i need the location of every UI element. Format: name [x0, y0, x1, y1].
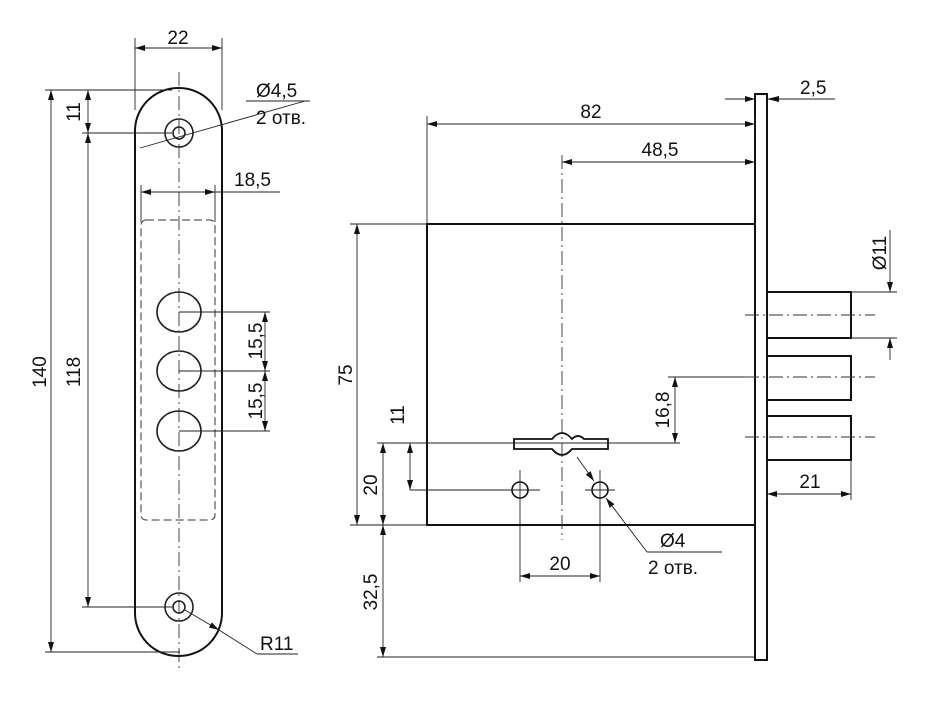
dim-cutout-width: 18,5 [234, 170, 271, 191]
dim-bolt-diameter: Ø11 [870, 236, 891, 271]
dim-plate-thickness: 2,5 [800, 78, 826, 99]
dim-hole-diameter: Ø4 [660, 531, 686, 552]
dim-key-to-hole: 11 [388, 405, 409, 425]
lock-body [426, 223, 756, 526]
dim-key-to-bolt: 16,8 [653, 392, 674, 429]
cutout-outline [140, 219, 216, 521]
dim-hole-spacing: 118 [64, 357, 85, 387]
faceplate-view: 22 140 11 118 Ø4,5 2 отв. 18,5 15,5 15,5… [30, 28, 310, 672]
faceplate-outline [134, 87, 223, 657]
dim-bolt-pitch: 15,5 [246, 383, 267, 420]
side-view: 82 48,5 2,5 75 11 20 32,5 20 Ø4 2 отв. 1… [336, 78, 897, 661]
bolt [766, 415, 852, 461]
dim-corner-radius: R11 [260, 634, 293, 655]
dim-hole-spacing: 20 [549, 554, 570, 575]
dim-total-height: 140 [30, 356, 51, 388]
dim-hole-count: 2 отв. [256, 108, 306, 129]
dim-hole-count: 2 отв. [648, 558, 698, 579]
dim-bolt-pitch: 15,5 [246, 323, 267, 360]
dim-backset: 48,5 [642, 140, 679, 161]
keyhole [513, 432, 609, 456]
dim-body-height: 75 [336, 364, 357, 385]
dim-bolt-throw: 21 [799, 472, 820, 493]
dim-hole-offset: 11 [64, 102, 85, 122]
dim-width: 22 [167, 28, 188, 49]
dim-key-to-bottom: 20 [361, 474, 382, 495]
dim-hole-diameter: Ø4,5 [256, 81, 297, 102]
bolt [766, 355, 852, 401]
dim-bottom-offset: 32,5 [361, 574, 382, 611]
dim-body-length: 82 [580, 102, 601, 123]
